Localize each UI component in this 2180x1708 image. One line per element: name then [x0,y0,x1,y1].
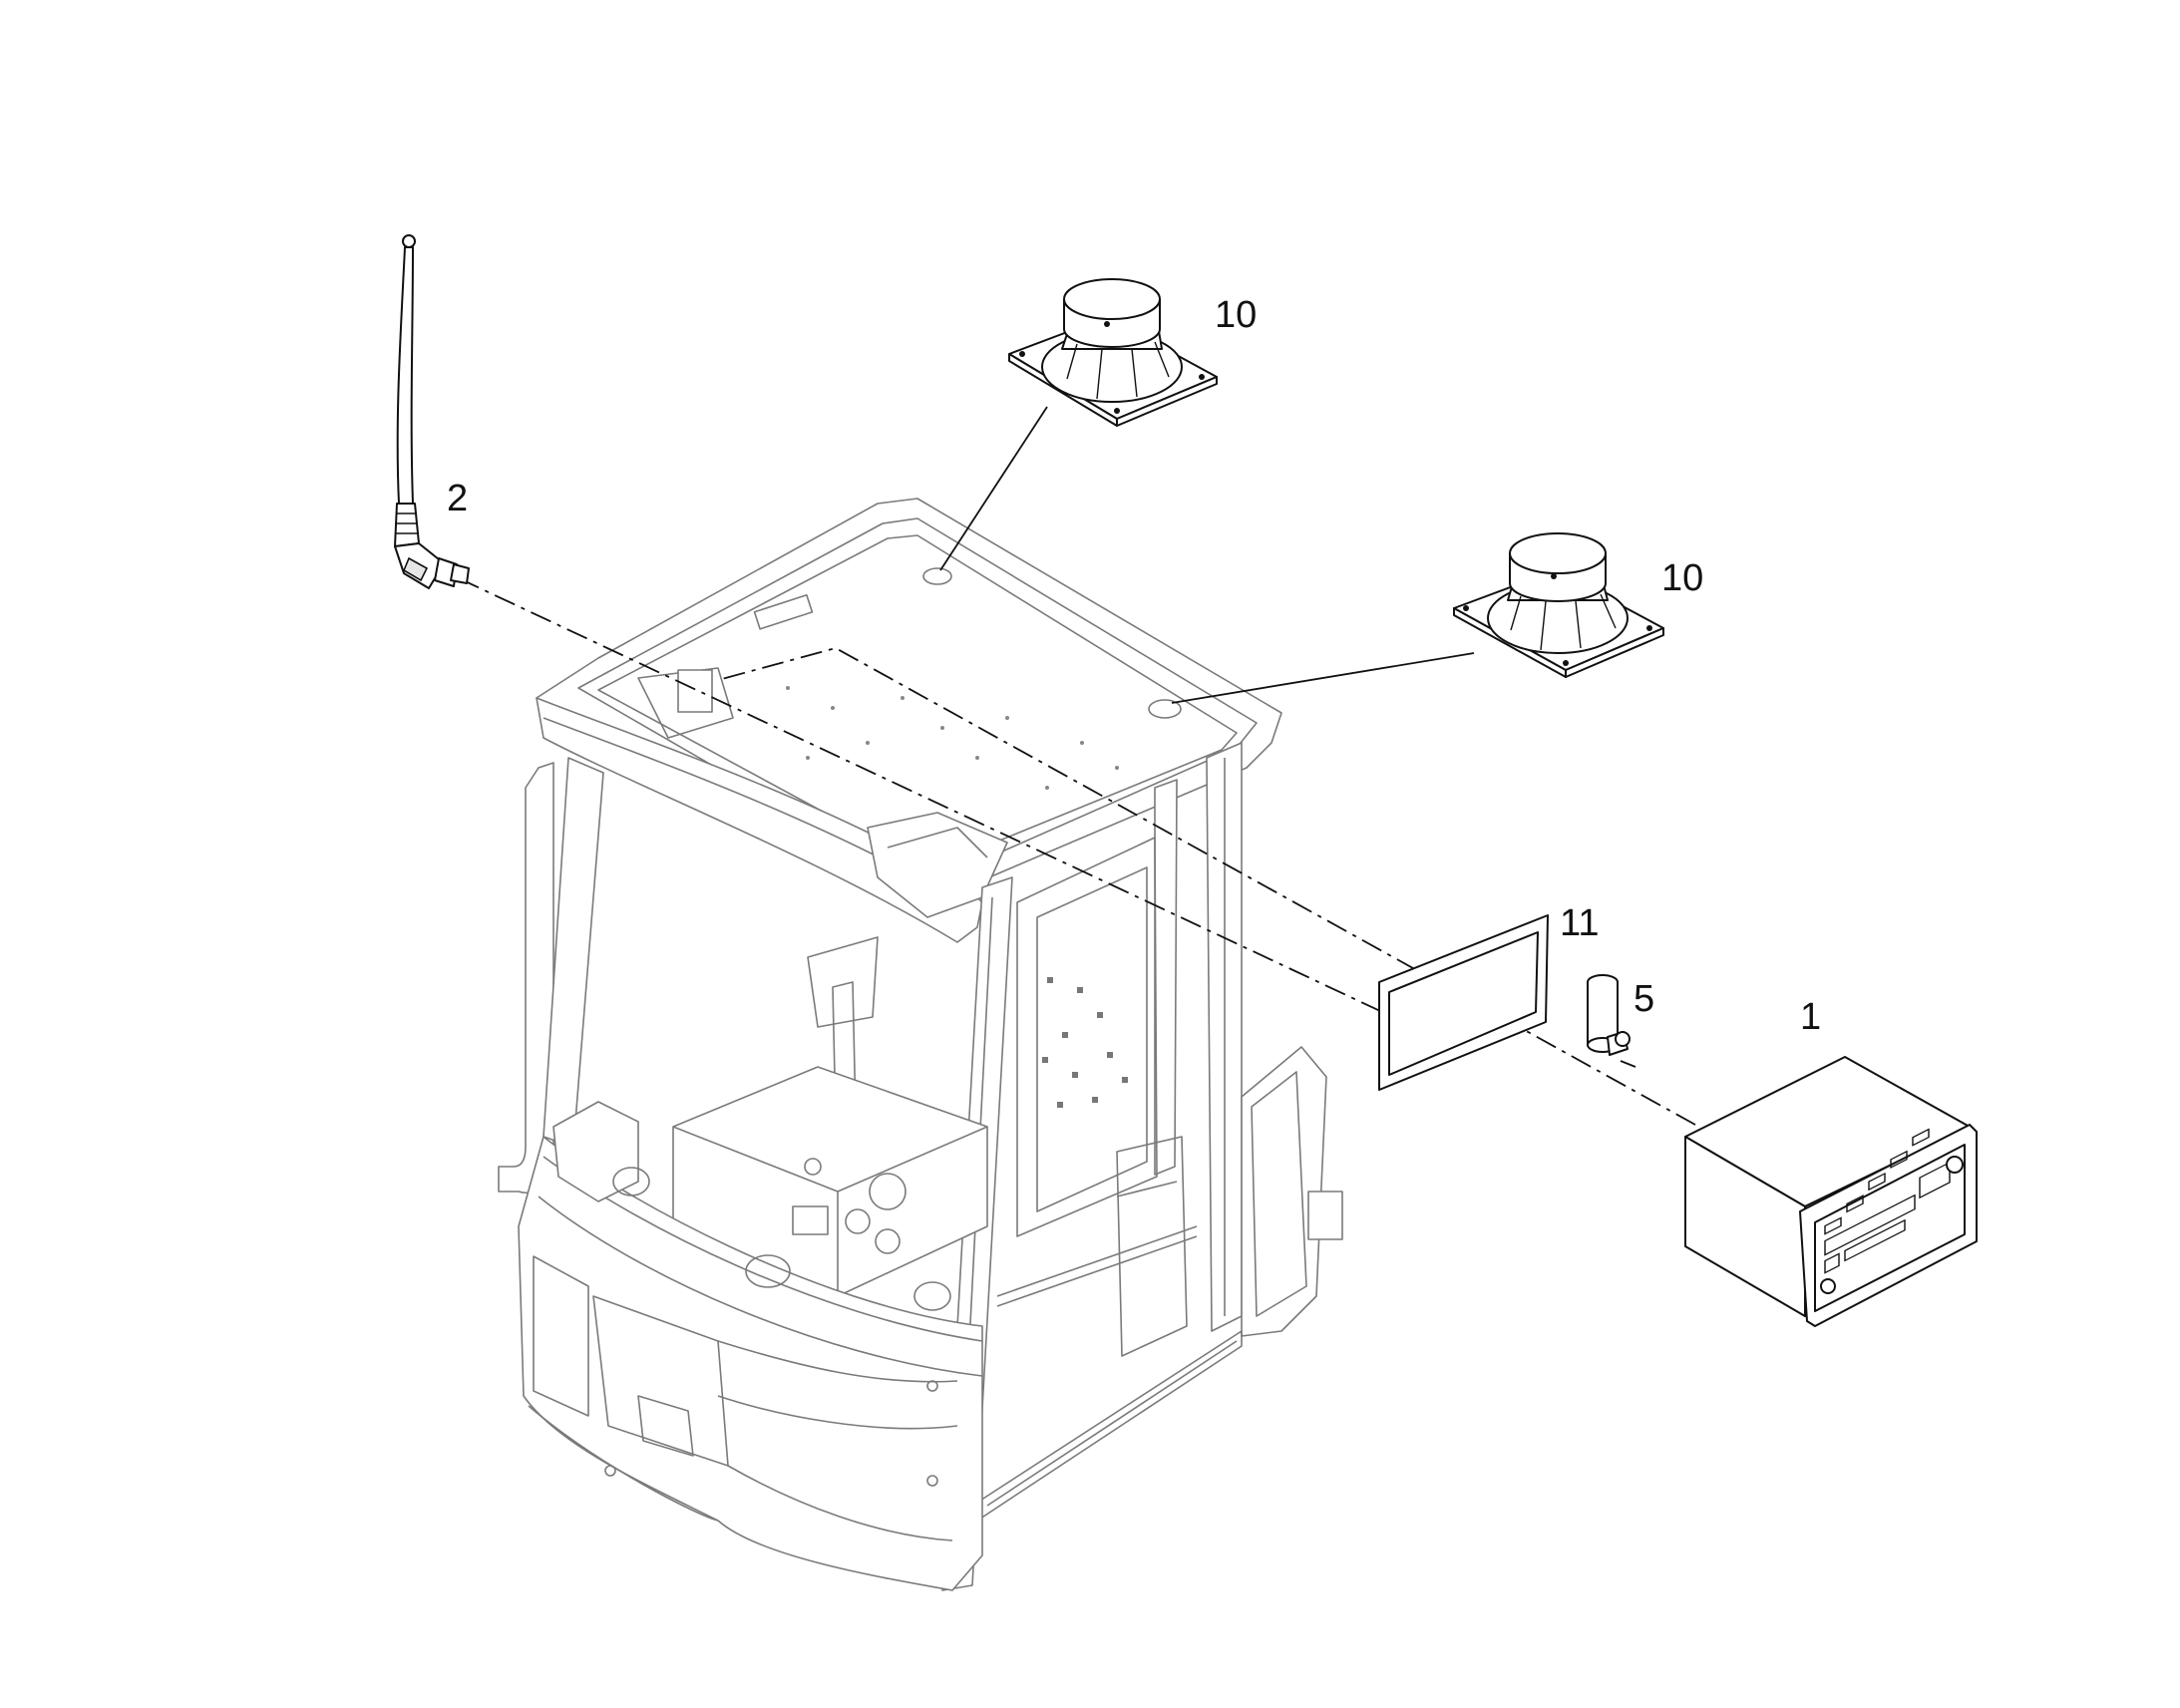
leader-lines [939,406,1475,704]
leader-speaker-front [1171,652,1475,704]
radio-unit [1684,1056,1978,1327]
connector [1587,974,1631,1056]
antenna [394,234,470,589]
callout-5-connector: 5 [1634,978,1654,1020]
callout-1-radio: 1 [1800,996,1821,1038]
radio-routing-line [717,647,1696,1126]
callout-2-antenna: 2 [447,478,468,519]
callout-10-speaker-rear: 10 [1215,294,1257,336]
antenna-cable-line [458,577,1447,1043]
frame-plate [1378,914,1549,1091]
leader-speaker-rear [939,406,1048,571]
callout-10-speaker-front: 10 [1661,557,1703,599]
speaker-rear [1008,278,1218,427]
callout-labels: 2 10 10 11 5 1 [447,294,1821,1038]
callout-11-frame-plate: 11 [1560,902,1599,944]
connector-line [1620,1060,1636,1068]
routing-lines [458,577,1696,1126]
speaker-front [1453,532,1664,678]
cab-frame [498,498,1343,1591]
